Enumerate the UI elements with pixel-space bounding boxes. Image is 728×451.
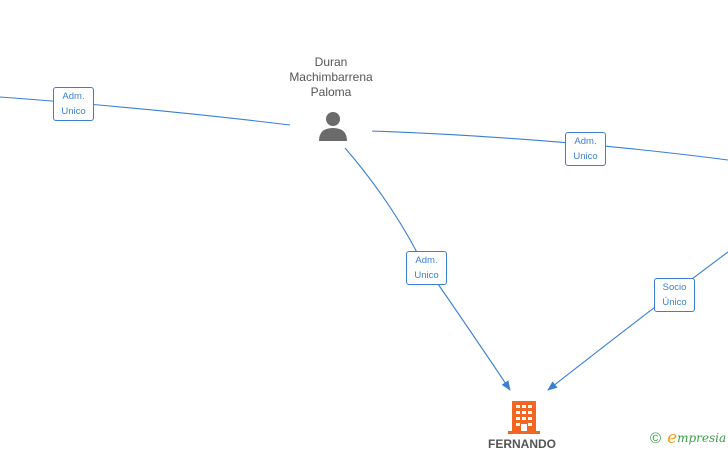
edge-person-to-right <box>371 130 728 161</box>
relation-type: Unico <box>414 270 439 281</box>
relation-label-center[interactable]: Adm. Unico <box>406 251 447 285</box>
relation-role: Adm. <box>574 136 597 147</box>
person-node-label[interactable]: Duran Machimbarrena Paloma <box>270 55 392 100</box>
building-icon[interactable] <box>508 398 540 434</box>
relation-role: Adm. <box>62 91 85 102</box>
relation-type: Unico <box>61 106 86 117</box>
company-node-label[interactable]: FERNANDO <box>488 437 556 451</box>
relation-label-right[interactable]: Adm. Unico <box>565 132 606 166</box>
relation-role: Socio <box>662 282 687 293</box>
copyright-icon: © <box>650 429 662 447</box>
relation-label-left[interactable]: Adm. Unico <box>53 87 94 121</box>
edge-right-to-company <box>547 251 728 391</box>
relation-type: Único <box>662 297 687 308</box>
person-name-line: Machimbarrena <box>289 70 373 84</box>
relation-role: Adm. <box>415 255 438 266</box>
brand-initial: e <box>667 428 678 448</box>
person-name-line: Duran <box>314 55 348 69</box>
relation-type: Unico <box>573 151 598 162</box>
relation-label-socio[interactable]: Socio Único <box>654 278 695 312</box>
person-icon[interactable] <box>317 110 349 142</box>
edge-left-to-person <box>0 96 291 126</box>
brand-logo: © e mpresia <box>650 428 726 448</box>
person-name-line: Paloma <box>310 85 352 99</box>
brand-name: mpresia <box>677 431 727 445</box>
